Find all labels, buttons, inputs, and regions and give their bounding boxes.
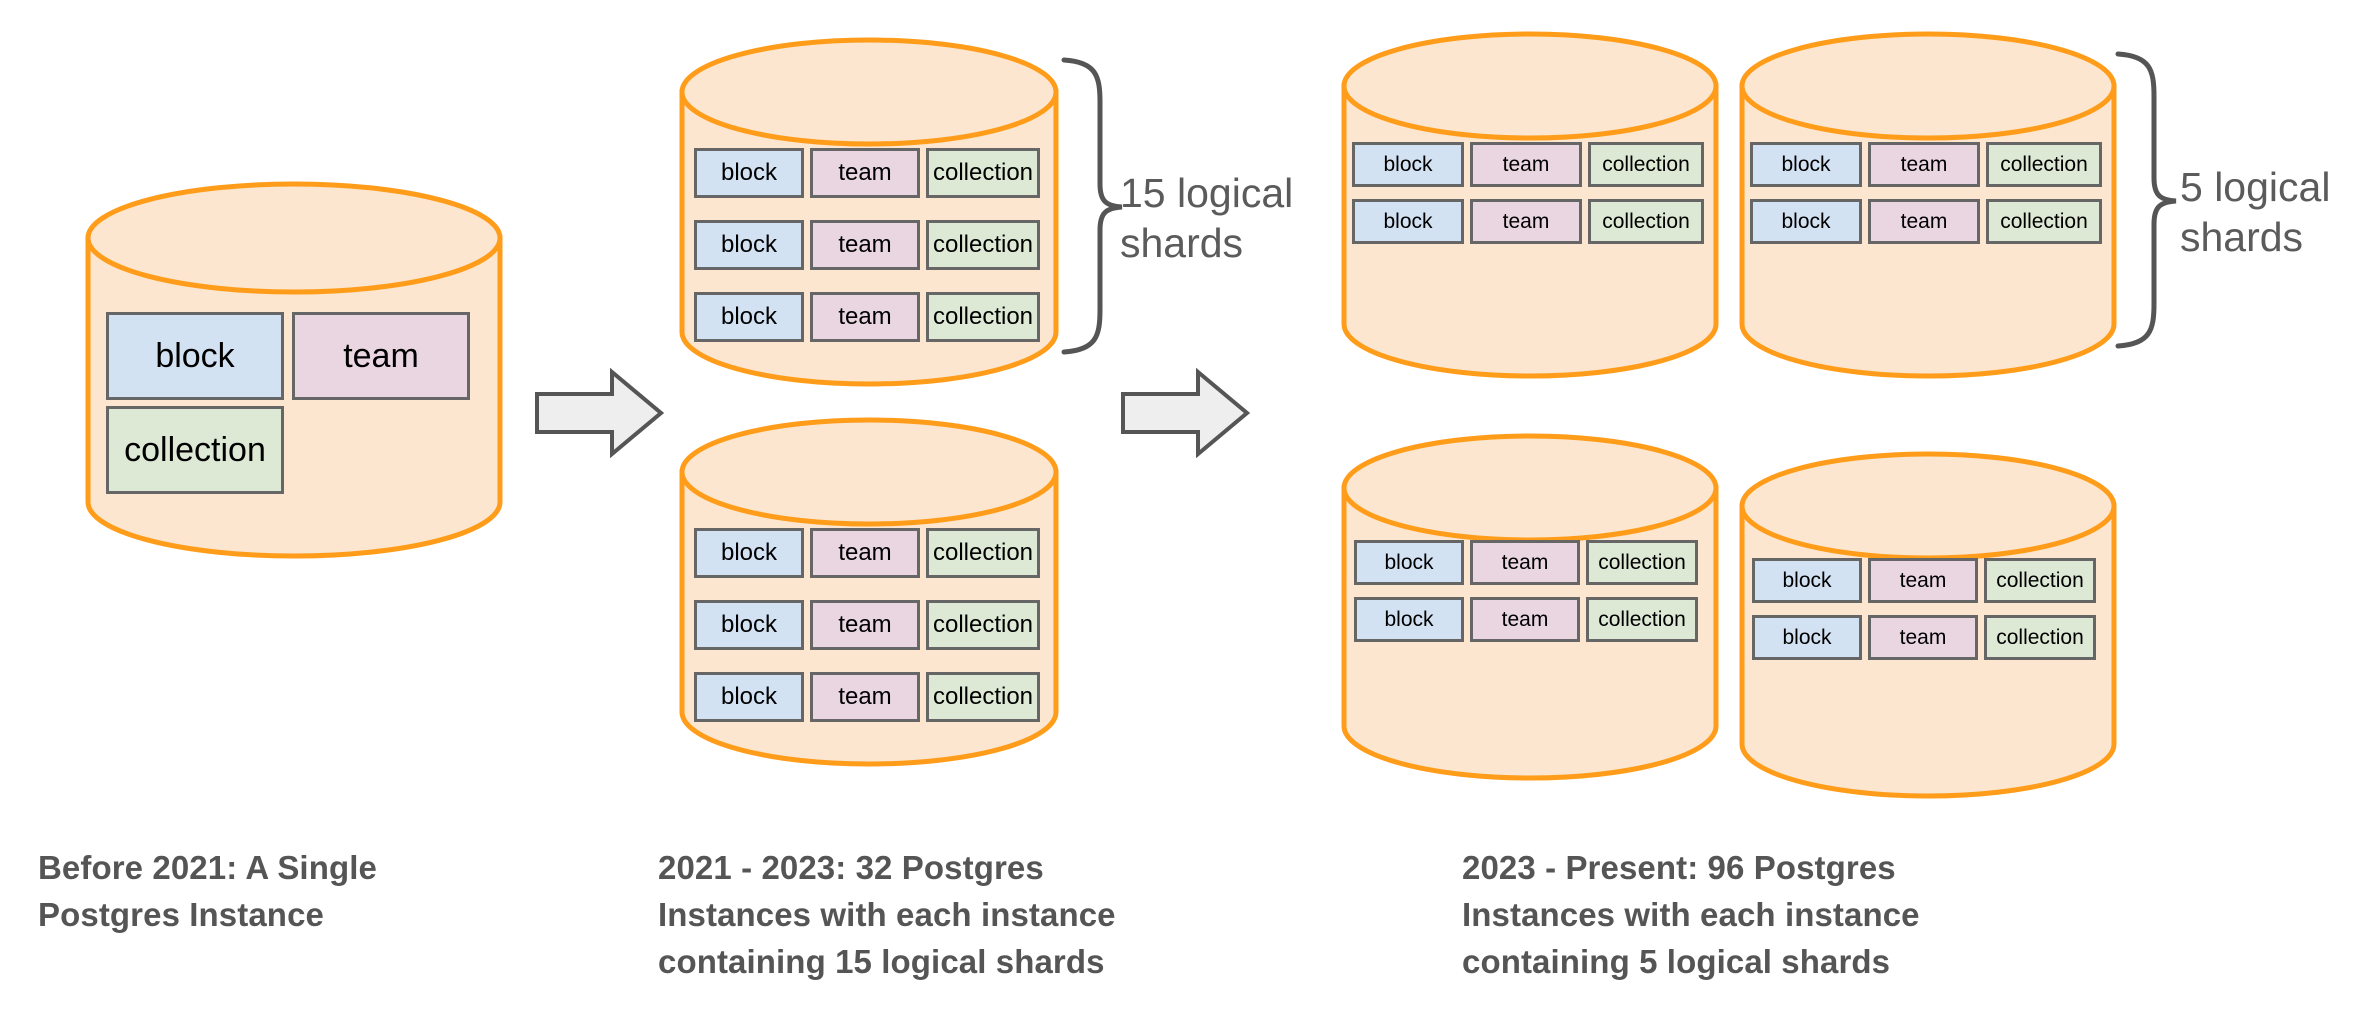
shard-team[interactable]: team xyxy=(1470,199,1582,244)
shard-team[interactable]: team xyxy=(810,672,920,722)
shard-row: block team xyxy=(106,312,482,400)
shard-collection[interactable]: collection xyxy=(1586,597,1698,642)
shard-block[interactable]: block xyxy=(1352,199,1464,244)
shard-row: block team collection xyxy=(694,220,1044,270)
shard-block[interactable]: block xyxy=(694,600,804,650)
shard-team[interactable]: team xyxy=(1868,199,1980,244)
brace-5-logical-shards-icon xyxy=(2115,51,2177,349)
shard-block[interactable]: block xyxy=(1752,558,1862,603)
shard-collection[interactable]: collection xyxy=(926,528,1040,578)
shard-collection[interactable]: collection xyxy=(1984,615,2096,660)
shard-row: block team collection xyxy=(1352,199,1708,244)
annotation-label-5-logical-shards: 5 logical shards xyxy=(2180,164,2331,261)
shard-row: block team collection xyxy=(1354,540,1706,585)
brace-15-logical-shards-icon xyxy=(1061,57,1123,355)
shard-row: block team collection xyxy=(694,148,1044,198)
shard-collection[interactable]: collection xyxy=(1588,142,1704,187)
shard-row: block team collection xyxy=(1354,597,1706,642)
shard-block[interactable]: block xyxy=(1750,142,1862,187)
database-cylinder-stage3-instance-1: block team collection block team collect… xyxy=(1340,30,1720,380)
shard-row: block team collection xyxy=(694,528,1044,578)
shard-collection[interactable]: collection xyxy=(1986,142,2102,187)
transition-arrow-1-icon xyxy=(535,368,664,458)
shard-collection[interactable]: collection xyxy=(1984,558,2096,603)
shard-row: block team collection xyxy=(694,672,1044,722)
shard-team[interactable]: team xyxy=(1868,558,1978,603)
shard-team[interactable]: team xyxy=(810,148,920,198)
database-cylinder-stage3-instance-3: block team collection block team collect… xyxy=(1340,432,1720,782)
stage-caption-1: Before 2021: A Single Postgres Instance xyxy=(38,849,377,933)
shard-team[interactable]: team xyxy=(810,600,920,650)
shard-row: block team collection xyxy=(1750,142,2106,187)
shard-block[interactable]: block xyxy=(1752,615,1862,660)
shard-team[interactable]: team xyxy=(810,292,920,342)
shard-block[interactable]: block xyxy=(694,148,804,198)
transition-arrow-2-icon xyxy=(1121,368,1250,458)
shard-row: block team collection xyxy=(1752,615,2104,660)
shard-team[interactable]: team xyxy=(1470,597,1580,642)
database-cylinder-stage1-instance-1: block team collection xyxy=(84,180,504,560)
shard-team[interactable]: team xyxy=(292,312,470,400)
shard-collection[interactable]: collection xyxy=(926,292,1040,342)
shard-collection[interactable]: collection xyxy=(926,600,1040,650)
shard-block[interactable]: block xyxy=(694,292,804,342)
shard-block[interactable]: block xyxy=(106,312,284,400)
shard-collection[interactable]: collection xyxy=(926,672,1040,722)
shard-collection[interactable]: collection xyxy=(106,406,284,494)
shard-team[interactable]: team xyxy=(1868,142,1980,187)
shard-row: block team collection xyxy=(694,292,1044,342)
shard-collection[interactable]: collection xyxy=(926,220,1040,270)
database-cylinder-stage2-instance-2: block team collection block team collect… xyxy=(678,416,1060,768)
shard-block[interactable]: block xyxy=(1354,540,1464,585)
shard-block[interactable]: block xyxy=(1750,199,1862,244)
shard-row: block team collection xyxy=(1352,142,1708,187)
shard-block[interactable]: block xyxy=(694,528,804,578)
shard-team[interactable]: team xyxy=(1470,540,1580,585)
shard-row: block team collection xyxy=(694,600,1044,650)
shard-team[interactable]: team xyxy=(1470,142,1582,187)
shard-row: block team collection xyxy=(1752,558,2104,603)
annotation-label-15-logical-shards: 15 logical shards xyxy=(1120,170,1294,267)
database-cylinder-stage3-instance-2: block team collection block team collect… xyxy=(1738,30,2118,380)
shard-block[interactable]: block xyxy=(1352,142,1464,187)
database-cylinder-stage3-instance-4: block team collection block team collect… xyxy=(1738,450,2118,800)
shard-team[interactable]: team xyxy=(810,220,920,270)
shard-collection[interactable]: collection xyxy=(1588,199,1704,244)
shard-collection[interactable]: collection xyxy=(926,148,1040,198)
shard-collection[interactable]: collection xyxy=(1586,540,1698,585)
shard-row: collection xyxy=(106,406,482,494)
shard-team[interactable]: team xyxy=(810,528,920,578)
shard-team[interactable]: team xyxy=(1868,615,1978,660)
database-cylinder-stage2-instance-1: block team collection block team collect… xyxy=(678,36,1060,388)
stage-caption-2: 2021 - 2023: 32 Postgres Instances with … xyxy=(658,849,1116,980)
shard-block[interactable]: block xyxy=(1354,597,1464,642)
shard-row: block team collection xyxy=(1750,199,2106,244)
shard-block[interactable]: block xyxy=(694,672,804,722)
shard-collection[interactable]: collection xyxy=(1986,199,2102,244)
shard-block[interactable]: block xyxy=(694,220,804,270)
stage-caption-3: 2023 - Present: 96 Postgres Instances wi… xyxy=(1462,849,1920,980)
